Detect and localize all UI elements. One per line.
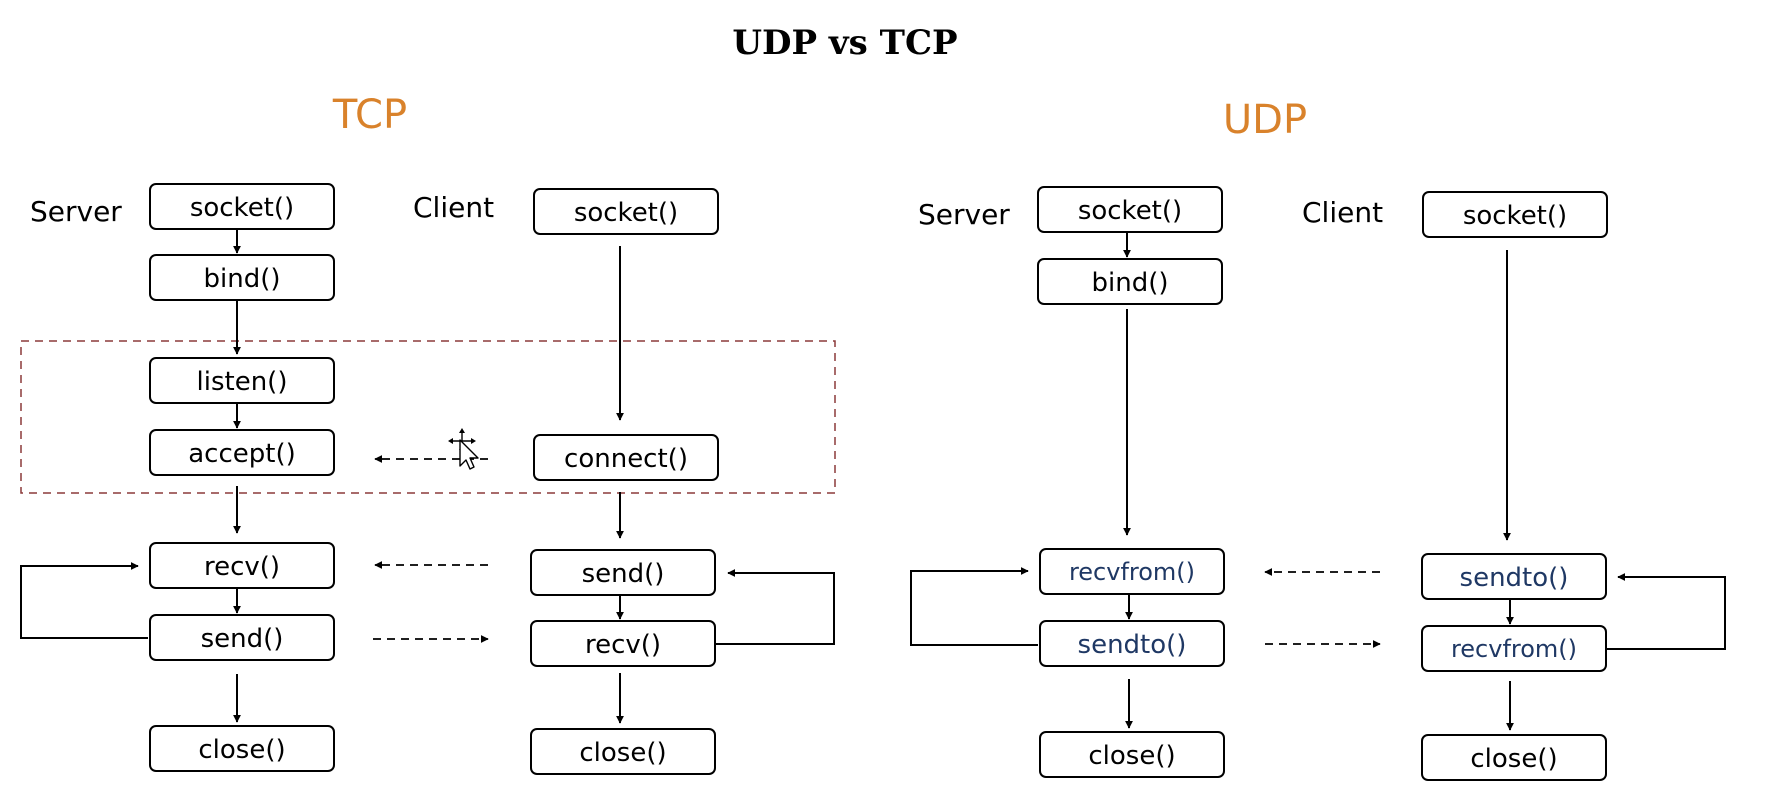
udp-server-recvfrom-box: recvfrom() <box>1039 548 1225 595</box>
tcp-server-close-box: close() <box>149 725 335 772</box>
udp-server-socket-label: socket() <box>1078 196 1182 226</box>
tcp-server-bind-label: bind() <box>204 264 281 294</box>
tcp-connection-setup-group <box>20 340 836 494</box>
tcp-server-accept-label: accept() <box>188 439 296 469</box>
udp-server-loop-arrow <box>910 567 1038 646</box>
udp-server-socket-box: socket() <box>1037 186 1223 233</box>
tcp-client-loop-arrow <box>716 569 835 645</box>
tcp-server-socket-label: socket() <box>190 193 294 223</box>
tcp-client-connect-box: connect() <box>533 434 719 481</box>
move-cursor-icon <box>448 428 479 470</box>
udp-server-close-box: close() <box>1039 731 1225 778</box>
tcp-server-send-box: send() <box>149 614 335 661</box>
udp-server-recvfrom-label: recvfrom() <box>1069 558 1195 586</box>
udp-server-bind-box: bind() <box>1037 258 1223 305</box>
udp-client-close-box: close() <box>1421 734 1607 781</box>
tcp-server-accept-box: accept() <box>149 429 335 476</box>
tcp-server-loop-arrow <box>20 562 148 639</box>
tcp-server-bind-box: bind() <box>149 254 335 301</box>
udp-client-sendto-box: sendto() <box>1421 553 1607 600</box>
tcp-server-label: Server <box>30 195 122 228</box>
tcp-client-socket-box: socket() <box>533 188 719 235</box>
udp-server-close-label: close() <box>1088 741 1175 771</box>
tcp-server-recv-box: recv() <box>149 542 335 589</box>
tcp-client-recv-label: recv() <box>585 630 661 660</box>
tcp-client-socket-label: socket() <box>574 198 678 228</box>
udp-client-loop-arrow <box>1607 573 1726 650</box>
tcp-client-recv-box: recv() <box>530 620 716 667</box>
tcp-server-send-label: send() <box>201 624 284 654</box>
tcp-client-send-box: send() <box>530 549 716 596</box>
udp-client-recvfrom-box: recvfrom() <box>1421 625 1607 672</box>
tcp-client-send-label: send() <box>582 559 665 589</box>
tcp-client-close-box: close() <box>530 728 716 775</box>
tcp-server-listen-box: listen() <box>149 357 335 404</box>
tcp-server-close-label: close() <box>198 735 285 765</box>
tcp-client-close-label: close() <box>579 738 666 768</box>
udp-server-bind-label: bind() <box>1092 268 1169 298</box>
tcp-server-listen-label: listen() <box>197 367 288 397</box>
udp-client-close-label: close() <box>1470 744 1557 774</box>
tcp-heading: TCP <box>332 92 407 138</box>
udp-client-socket-box: socket() <box>1422 191 1608 238</box>
udp-server-label: Server <box>918 198 1010 231</box>
tcp-client-connect-label: connect() <box>564 444 688 474</box>
udp-client-label: Client <box>1302 196 1383 229</box>
tcp-server-recv-label: recv() <box>204 552 280 582</box>
udp-server-sendto-box: sendto() <box>1039 620 1225 667</box>
tcp-server-socket-box: socket() <box>149 183 335 230</box>
udp-client-sendto-label: sendto() <box>1460 563 1569 593</box>
tcp-client-label: Client <box>413 191 494 224</box>
udp-client-socket-label: socket() <box>1463 201 1567 231</box>
udp-client-recvfrom-label: recvfrom() <box>1451 635 1577 663</box>
udp-heading: UDP <box>1223 97 1307 143</box>
page-title: UDP vs TCP <box>732 23 957 63</box>
udp-server-sendto-label: sendto() <box>1078 630 1187 660</box>
